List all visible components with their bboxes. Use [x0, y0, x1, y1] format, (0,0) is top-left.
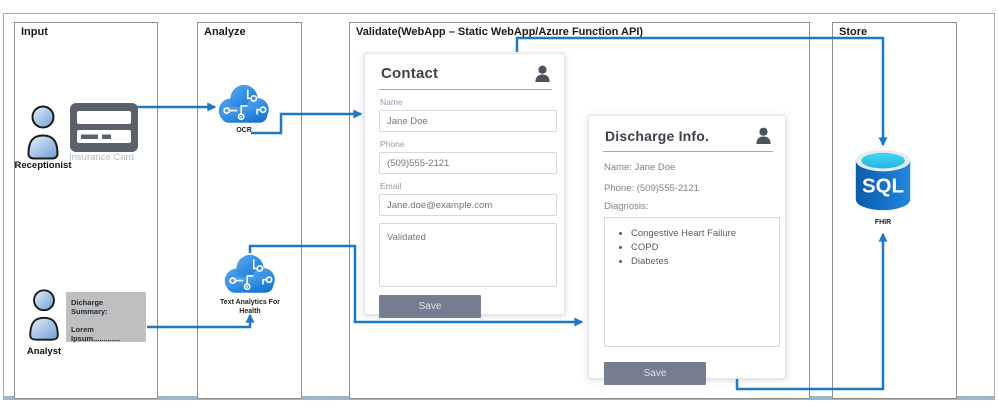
contact-card: Contact Name Phone Email Validated Save	[364, 53, 565, 318]
receptionist-person-icon	[27, 105, 59, 160]
discharge-card-header: Discharge Info.	[589, 116, 785, 151]
discharge-name-line: Name: Jane Doe	[604, 162, 676, 173]
discharge-diagnosis-label: Diagnosis:	[604, 201, 649, 212]
diagnosis-list: Congestive Heart FailureCOPD Diabetes	[609, 228, 775, 267]
discharge-phone-line: Phone: (509)555-2121	[604, 183, 700, 194]
email-input[interactable]	[379, 194, 557, 216]
section-validate-label: Validate(WebApp – Static WebApp/Azure Fu…	[356, 26, 644, 38]
section-input-label: Input	[21, 26, 48, 38]
discharge-person-icon	[756, 127, 771, 145]
email-field-label: Email	[380, 181, 402, 191]
analyst-label: Analyst	[26, 346, 62, 357]
diagnosis-box: Congestive Heart FailureCOPD Diabetes	[604, 217, 780, 347]
discharge-card-title: Discharge Info.	[605, 127, 710, 144]
name-input[interactable]	[379, 110, 557, 132]
summary-note-title: Dicharge Summary:	[71, 298, 108, 316]
contact-card-body: Name Phone Email Validated Save	[365, 97, 564, 318]
phone-field-label: Phone	[380, 139, 405, 149]
section-store-label: Store	[839, 26, 868, 38]
insurance-card-icon	[70, 103, 138, 152]
diagnosis-item: COPD	[631, 242, 775, 253]
diagnosis-item: Diabetes	[631, 256, 775, 267]
sql-database-icon: SQL	[855, 149, 911, 211]
validation-status-box[interactable]: Validated	[379, 223, 557, 287]
analyst-person-icon	[29, 289, 59, 341]
phone-input[interactable]	[379, 152, 557, 174]
text-analytics-label-line2: Health	[239, 308, 261, 316]
text-analytics-label-line1: Text Analytics For	[220, 299, 280, 306]
section-analyze-label: Analyze	[204, 26, 246, 38]
receptionist-label: Receptionist	[14, 160, 72, 171]
section-analyze: Analyze	[197, 22, 302, 399]
contact-person-icon	[535, 65, 550, 83]
discharge-card-divider	[603, 151, 773, 152]
ocr-cloud-icon	[218, 84, 269, 123]
discharge-card: Discharge Info. Name: Jane Doe Phone: (5…	[588, 115, 786, 385]
contact-card-title: Contact	[381, 65, 439, 82]
fhir-label: FHIR	[874, 219, 892, 226]
text-analytics-cloud-icon	[224, 254, 275, 293]
sql-text: SQL	[862, 176, 904, 198]
contact-card-divider	[379, 89, 552, 90]
discharge-save-button[interactable]: Save	[604, 362, 706, 385]
name-field-label: Name	[380, 97, 403, 107]
text-analytics-label: Text Analytics For Health	[212, 298, 288, 316]
insurance-card-label: Insurance Card	[69, 152, 134, 163]
contact-card-header: Contact	[365, 54, 564, 89]
summary-note-body: Lorem Ipsum.............	[71, 325, 121, 343]
discharge-summary-note: Dicharge Summary: Lorem Ipsum...........…	[66, 292, 146, 343]
diagnosis-item: Congestive Heart Failure	[631, 228, 775, 239]
contact-save-button[interactable]: Save	[379, 295, 481, 318]
ocr-label: OCR	[236, 127, 252, 134]
